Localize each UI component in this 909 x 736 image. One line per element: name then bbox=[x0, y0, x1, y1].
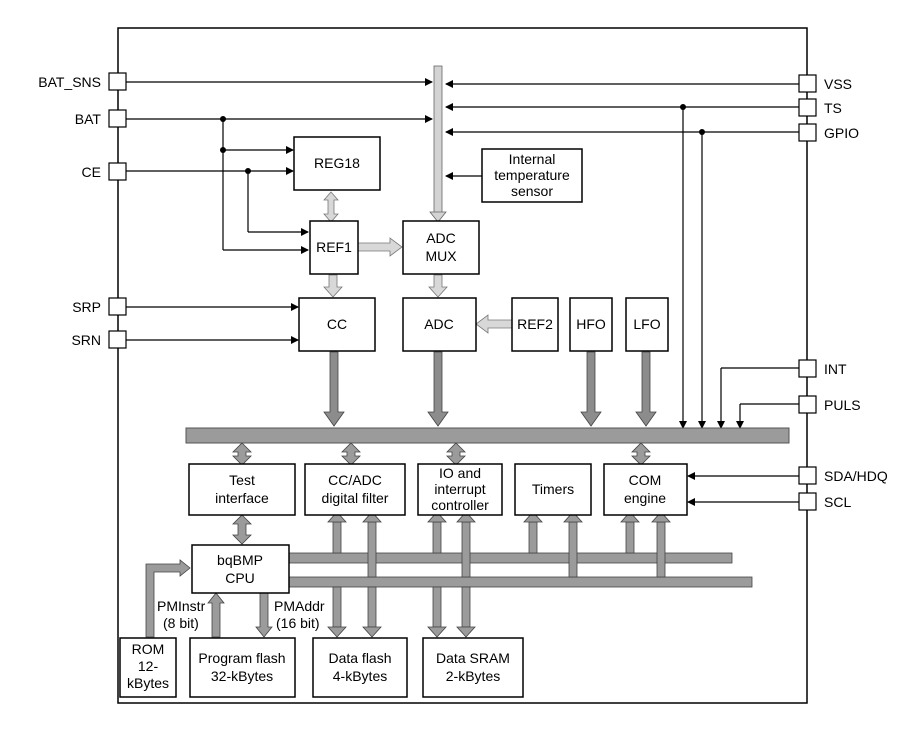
pin-vss: VSS bbox=[798, 74, 852, 93]
test-interface-block: Test interface bbox=[188, 463, 296, 516]
com-engine-line1: COM bbox=[629, 472, 662, 488]
bus-arrows bbox=[323, 351, 657, 427]
com-engine-line2: engine bbox=[624, 490, 666, 506]
temp-sensor-line3: sensor bbox=[511, 183, 553, 199]
adc-block: ADC bbox=[402, 297, 477, 352]
rom-line1: ROM bbox=[132, 641, 165, 657]
pin-bat-label: BAT bbox=[75, 111, 102, 127]
program-flash-block: Program flash 32-kBytes bbox=[189, 637, 296, 698]
pin-int: INT bbox=[798, 359, 847, 378]
pin-bat: BAT bbox=[75, 109, 127, 128]
test-interface-line2: interface bbox=[215, 490, 269, 506]
pminstr-line1: PMInstr bbox=[157, 598, 206, 614]
ref2-block: REF2 bbox=[511, 297, 559, 352]
rom-line3: kBytes bbox=[127, 675, 169, 691]
timers-label: Timers bbox=[532, 481, 574, 497]
pin-ts-label: TS bbox=[824, 100, 842, 116]
io-interrupt-line3: controller bbox=[431, 497, 489, 513]
cc-adc-filter-line2: digital filter bbox=[322, 490, 389, 506]
io-interrupt-line1: IO and bbox=[439, 465, 481, 481]
adc-mux-block: ADC MUX bbox=[402, 220, 480, 275]
pin-bat-sns: BAT_SNS bbox=[38, 72, 127, 91]
data-flash-line1: Data flash bbox=[328, 650, 391, 666]
adc-label: ADC bbox=[424, 316, 454, 332]
pminstr-label: PMInstr (8 bit) bbox=[157, 598, 206, 631]
reg18-label: REG18 bbox=[314, 155, 360, 171]
cc-adc-filter-block: CC/ADC digital filter bbox=[304, 463, 406, 516]
cpu-buses bbox=[145, 511, 753, 638]
rom-block: ROM 12- kBytes bbox=[119, 637, 177, 698]
ref1-label: REF1 bbox=[316, 239, 352, 255]
pin-bat-sns-label: BAT_SNS bbox=[38, 74, 101, 90]
pin-gpio: GPIO bbox=[798, 123, 859, 142]
lfo-label: LFO bbox=[633, 316, 660, 332]
main-bus bbox=[185, 427, 790, 444]
pin-sda-hdq: SDA/HDQ bbox=[798, 466, 888, 485]
program-flash-line2: 32-kBytes bbox=[211, 668, 273, 684]
pin-int-label: INT bbox=[824, 361, 847, 377]
pin-scl-label: SCL bbox=[824, 494, 851, 510]
analog-arrows bbox=[323, 191, 513, 334]
pin-puls-label: PULS bbox=[824, 397, 861, 413]
cpu-line1: bqBMP bbox=[217, 552, 263, 568]
cc-block: CC bbox=[298, 297, 376, 352]
pmaddr-line2: (16 bit) bbox=[276, 615, 320, 631]
pin-scl: SCL bbox=[798, 492, 851, 511]
ref1-block: REF1 bbox=[309, 220, 359, 275]
data-flash-line2: 4-kBytes bbox=[333, 668, 387, 684]
junction-dots bbox=[220, 104, 705, 174]
pin-srn: SRN bbox=[71, 330, 127, 349]
cpu-line2: CPU bbox=[225, 570, 255, 586]
signal-lines bbox=[126, 78, 799, 506]
io-interrupt-block: IO and interrupt controller bbox=[417, 463, 503, 516]
timers-block: Timers bbox=[514, 463, 592, 516]
temp-sensor-line1: Internal bbox=[509, 151, 556, 167]
pin-ce: CE bbox=[82, 162, 127, 181]
pin-srp-label: SRP bbox=[72, 299, 101, 315]
pin-srn-label: SRN bbox=[71, 332, 101, 348]
temp-sensor-line2: temperature bbox=[494, 167, 570, 183]
test-interface-line1: Test bbox=[229, 472, 255, 488]
cc-adc-filter-line1: CC/ADC bbox=[328, 472, 382, 488]
ref2-label: REF2 bbox=[517, 316, 553, 332]
pin-srp: SRP bbox=[72, 297, 127, 316]
program-flash-line1: Program flash bbox=[198, 650, 285, 666]
data-sram-block: Data SRAM 2-kBytes bbox=[422, 637, 524, 698]
reg18-block: REG18 bbox=[293, 136, 381, 191]
adc-mux-line2: MUX bbox=[425, 248, 457, 264]
lfo-block: LFO bbox=[625, 297, 669, 352]
cc-label: CC bbox=[327, 316, 347, 332]
adc-mux-line1: ADC bbox=[426, 230, 456, 246]
pin-vss-label: VSS bbox=[824, 76, 852, 92]
pminstr-line2: (8 bit) bbox=[163, 615, 199, 631]
cpu-block: bqBMP CPU bbox=[191, 544, 290, 594]
io-interrupt-line2: interrupt bbox=[434, 481, 485, 497]
rom-line2: 12- bbox=[138, 658, 159, 674]
pmaddr-label: PMAddr (16 bit) bbox=[274, 598, 325, 631]
hfo-label: HFO bbox=[576, 316, 606, 332]
pmaddr-line1: PMAddr bbox=[274, 598, 325, 614]
hfo-block: HFO bbox=[569, 297, 613, 352]
pin-ce-label: CE bbox=[82, 164, 101, 180]
pin-gpio-label: GPIO bbox=[824, 125, 859, 141]
pin-puls: PULS bbox=[798, 395, 861, 414]
data-flash-block: Data flash 4-kBytes bbox=[312, 637, 408, 698]
data-sram-line1: Data SRAM bbox=[436, 650, 510, 666]
temperature-sensor-block: Internal temperature sensor bbox=[481, 148, 583, 203]
com-engine-block: COM engine bbox=[603, 463, 688, 516]
pin-ts: TS bbox=[798, 98, 842, 117]
pin-sda-label: SDA/HDQ bbox=[824, 468, 888, 484]
data-sram-line2: 2-kBytes bbox=[446, 668, 500, 684]
mux-input-column bbox=[429, 65, 447, 223]
